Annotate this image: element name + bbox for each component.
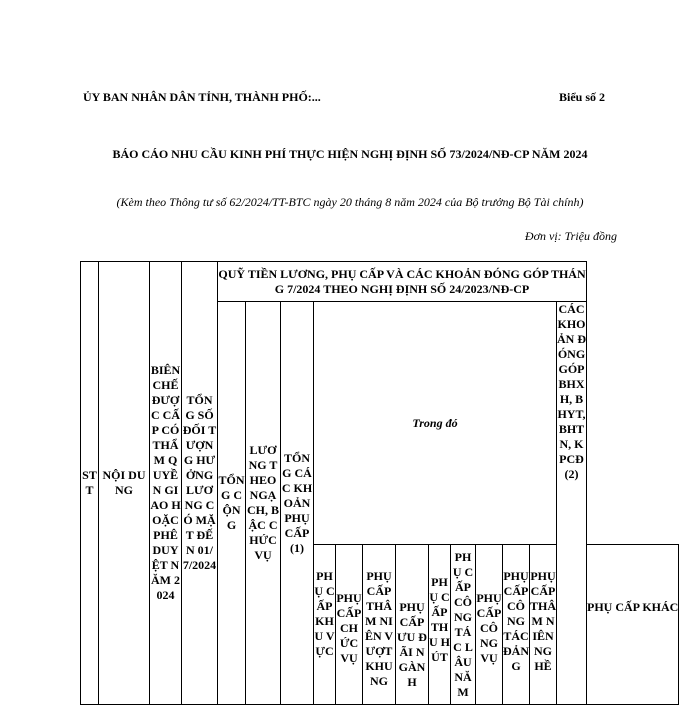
sub-col-phu-cap-khu-vuc: PHỤ CẤP KHU VỰC	[313, 544, 336, 705]
col-bien-che-header: BIÊN CHẾ ĐƯỢC CẤP CÓ THẨM QUYỀN GIAO HOẶ…	[149, 261, 182, 705]
sub-col-phu-cap-khac: PHỤ CẤP KHÁC	[585, 544, 680, 705]
report-title: BÁO CÁO NHU CẦU KINH PHÍ THỰC HIỆN NGHỊ …	[112, 147, 588, 161]
sub-col-phu-cap-tham-nien-nghe: PHỤ CẤP THÂM NIÊN NGHỀ	[529, 544, 557, 705]
col-tong-so-doi-tuong-header: TỔNG SỐ ĐỐI TƯỢNG HƯỞNG LƯƠNG CÓ MẶT ĐẾN…	[181, 261, 218, 705]
sub-col-phu-cap-cong-vu: PHỤ CẤP CÔNG VỤ	[475, 544, 503, 705]
col-stt-header: STT	[80, 261, 99, 705]
report-table: STT NỘI DUNG BIÊN CHẾ ĐƯỢC CẤP CÓ THẨM Q…	[80, 261, 680, 705]
unit-label: Đơn vị: Triệu đồng	[524, 229, 617, 243]
sub-col-phu-cap-chuc-vu: PHỤ CẤP CHỨC VỤ	[335, 544, 363, 705]
col-tong-phu-cap-header: TỔNG CÁC KHOẢN PHỤ CẤP (1)	[280, 301, 314, 705]
col-noi-dung-header: NỘI DUNG	[98, 261, 150, 705]
col-dong-gop-header: CÁC KHOẢN ĐÓNG GÓP BHXH, BHYT, BHTN, KPC…	[556, 301, 587, 705]
sub-col-phu-cap-cong-tac-lau-nam: PHỤ CẤP CÔNG TÁC LÂU NĂM	[450, 544, 476, 705]
group-quy-luong-header: QUỸ TIỀN LƯƠNG, PHỤ CẤP VÀ CÁC KHOẢN ĐÓN…	[217, 261, 587, 302]
report-subtitle: (Kèm theo Thông tư số 62/2024/TT-BTC ngà…	[116, 195, 584, 209]
sub-col-phu-cap-tham-nien-vuot-khung: PHỤ CẤP THÂM NIÊN VƯỢT KHUNG	[362, 544, 396, 705]
sub-col-phu-cap-thu-hut: PHỤ CẤP THU HÚT	[428, 544, 451, 705]
trong-do-header: Trong đó	[313, 301, 557, 545]
form-number: Biểu số 2	[559, 90, 606, 104]
sub-col-phu-cap-uu-dai-nganh: PHỤ CẤP ƯU ĐÃI NGÀNH	[395, 544, 429, 705]
agency-header: ỦY BAN NHÂN DÂN TỈNH, THÀNH PHỐ:...	[83, 90, 321, 104]
sub-col-phu-cap-cong-tac-dang: PHỤ CẤP CÔNG TÁC ĐẢNG	[502, 544, 530, 705]
col-luong-ngach-header: LƯƠNG THEO NGẠCH, BẬC CHỨC VỤ	[245, 301, 281, 705]
col-tong-cong-header: TỔNG CỘNG	[217, 301, 246, 705]
